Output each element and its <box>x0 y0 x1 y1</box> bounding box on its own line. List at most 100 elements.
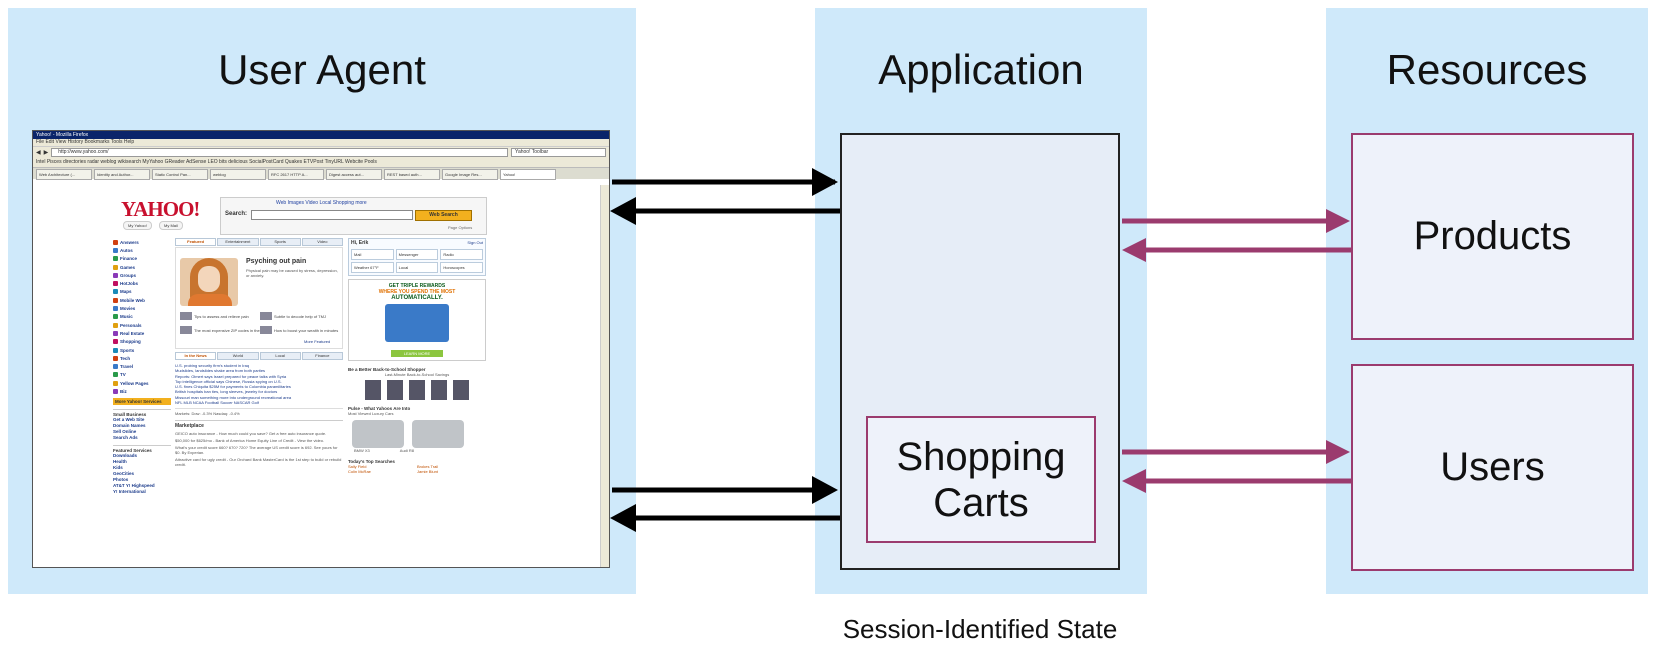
top-search-item: Sally Field <box>348 464 367 469</box>
nav-icon <box>113 330 118 336</box>
left-nav-label: Games <box>120 264 136 270</box>
ad-line2: WHERE YOU SPEND THE MOST <box>378 289 456 295</box>
left-nav-item: TV <box>113 371 171 379</box>
nav-icon <box>113 314 118 320</box>
small-business-item: Search Ads <box>113 434 138 440</box>
yahoo-logo: YAHOO! <box>121 197 200 221</box>
left-nav-item: Movies <box>113 304 171 312</box>
browser-tab: Digest access aut... <box>326 169 382 180</box>
pulse-head: Pulse - What Yahoos Are Into <box>348 406 411 411</box>
forward-icon: ▶ <box>43 150 49 156</box>
yahoo-search-tabs: Web Images Video Local Shopping more <box>276 200 367 206</box>
left-nav-label: Autos <box>120 247 133 253</box>
left-nav-label: Finance <box>120 256 138 262</box>
browser-url-field: http://www.yahoo.com/ <box>51 148 508 157</box>
left-nav-item: Biz <box>113 387 171 395</box>
yahoo-page: YAHOO! My Yahoo! My Mail Web Images Vide… <box>33 185 609 567</box>
featured-item: Tips to assess and relieve pain <box>180 312 249 320</box>
left-nav-label: Shopping <box>120 339 141 345</box>
browser-tab-active: Yahoo! <box>500 169 556 180</box>
tab-featured: Featured <box>175 238 217 246</box>
left-nav-label: TV <box>120 372 126 378</box>
browser-tab: Google Image Res... <box>442 169 498 180</box>
credit-card-image <box>385 304 449 342</box>
tab-sports: Sports <box>259 238 301 246</box>
featured-text: Physical pain may be caused by stress, d… <box>246 268 338 278</box>
tab-in-the-news: In the News <box>175 352 217 360</box>
car-image <box>352 420 404 448</box>
browser-to-app-arrows-top <box>610 168 840 225</box>
browser-window: Yahoo! - Mozilla Firefox File Edit View … <box>32 130 610 568</box>
my-yahoo-link: My Yahoo! <box>123 221 152 230</box>
top-search-item: Colin McRae <box>348 469 371 474</box>
news-item: NFL MLB NCAA Football Soccer NASCAR Golf <box>175 400 259 406</box>
marketplace-item: $50,000 for $625/mo - Bank of America Ho… <box>175 438 325 444</box>
nav-icon <box>113 347 118 353</box>
left-nav-label: Maps <box>120 289 132 295</box>
shopping-carts-line1: Shopping <box>896 434 1066 479</box>
news-item: U.S. fines Chiquita $25M for payments to… <box>175 384 291 390</box>
featured-service-item: Kids <box>113 464 123 470</box>
product-thumb <box>453 380 469 400</box>
left-nav-item: Mobile Web <box>113 296 171 304</box>
left-nav-label: Mobile Web <box>120 297 145 303</box>
nav-icon <box>113 289 118 295</box>
session-state-caption: Session-Identified State <box>842 614 1118 644</box>
news-item: Mudslides, landslides shake area from bo… <box>175 368 266 374</box>
browser-tab: Web Architecture (... <box>36 169 92 180</box>
yahoo-search-panel: Web Images Video Local Shopping more Sea… <box>220 197 487 235</box>
searches-head: Today's Top Searches <box>348 459 395 464</box>
shopping-products <box>348 380 486 400</box>
more-services-button: More Yahoo! Services <box>113 397 171 405</box>
left-nav-item: Personals <box>113 321 171 329</box>
shopping-sub: Last-Minute Back-to-School Savings <box>384 372 450 377</box>
left-nav-item: Music <box>113 313 171 321</box>
browser-tab-strip: Web Architecture (... Identity and Autho… <box>33 168 609 180</box>
left-nav-label: Travel <box>120 364 134 370</box>
nav-icon <box>113 297 118 303</box>
browser-tab: Static Control Pan... <box>152 169 208 180</box>
news-item: Missouri man something more into undergr… <box>175 394 292 400</box>
left-nav-item: HotJobs <box>113 279 171 287</box>
browser-tab: REST based auth... <box>384 169 440 180</box>
featured-services-head: Featured Services <box>113 444 171 453</box>
featured-service-item: Health <box>113 458 127 464</box>
browser-title-bar: Yahoo! - Mozilla Firefox <box>33 131 609 139</box>
featured-service-item: Photos <box>113 476 129 482</box>
left-nav-item: Groups <box>113 271 171 279</box>
left-nav-item: Maps <box>113 288 171 296</box>
yahoo-search-label: Search: <box>225 211 248 217</box>
tab-finance: Finance <box>301 352 343 360</box>
yahoo-search-input <box>251 210 413 220</box>
yahoo-center-column: Featured Entertainment Sports Video Psyc… <box>175 238 343 467</box>
left-nav-label: HotJobs <box>120 281 138 287</box>
featured-service-item: AT&T Y! Highspeed <box>113 482 155 488</box>
featured-service-item: Y! International <box>113 488 146 494</box>
product-thumb <box>431 380 447 400</box>
left-nav-label: Yellow Pages <box>120 380 149 386</box>
browser-menu-bar: File Edit View History Bookmarks Tools H… <box>33 139 609 147</box>
left-nav-item: Finance <box>113 255 171 263</box>
nav-icon <box>113 256 118 262</box>
left-nav-item: Answers <box>113 238 171 246</box>
user-agent-title: User Agent <box>218 46 426 93</box>
small-business-item: Get a Web Site <box>113 416 145 422</box>
left-nav-item: Autos <box>113 246 171 254</box>
small-business-item: Sell Online <box>113 428 137 434</box>
browser-search-field: Yahoo! Toolbar <box>511 148 606 157</box>
nav-icon <box>113 281 118 287</box>
top-search-item: Brokes Trail <box>417 464 439 469</box>
left-nav-label: Tech <box>120 355 131 361</box>
news-list: U.S. probing security firm's student in … <box>175 363 343 405</box>
cars-row <box>348 420 486 448</box>
left-nav-label: Music <box>120 314 133 320</box>
news-item: Reports: Olmert says Israel prepared for… <box>175 373 287 379</box>
featured-item: The most expensive ZIP codes in the U.S. <box>180 326 269 334</box>
tab-video: Video <box>301 238 343 246</box>
ad-line3: AUTOMATICALLY. <box>391 295 443 301</box>
more-featured-link: More Featured <box>304 339 331 344</box>
users-box: Users <box>1351 364 1634 571</box>
app-link: Weather 67°F <box>351 262 394 273</box>
